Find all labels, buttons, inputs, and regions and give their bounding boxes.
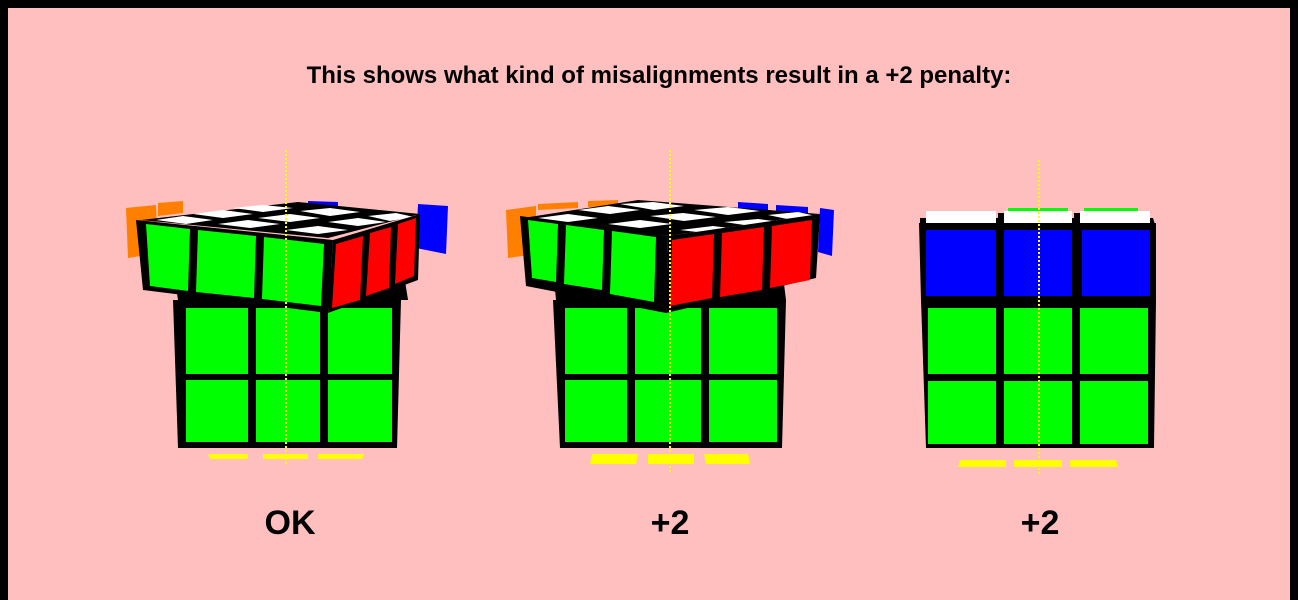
sticker	[328, 308, 392, 374]
caption-plus2-first: +2	[650, 504, 690, 542]
sticker	[256, 308, 320, 374]
caption-ok: OK	[264, 504, 316, 542]
cube-plus2-offset	[919, 160, 1156, 476]
cube-plus2-twisted	[506, 150, 834, 474]
sticker	[186, 308, 248, 374]
page-heading: This shows what kind of misalignments re…	[306, 62, 1012, 89]
caption-plus2-second: +2	[1020, 504, 1060, 542]
cube-figures	[126, 150, 1156, 476]
cube-ok	[126, 150, 448, 466]
diagram-panel: This shows what kind of misalignments re…	[8, 8, 1290, 600]
sticker	[328, 380, 392, 442]
sticker	[256, 380, 320, 442]
sticker	[186, 380, 248, 442]
